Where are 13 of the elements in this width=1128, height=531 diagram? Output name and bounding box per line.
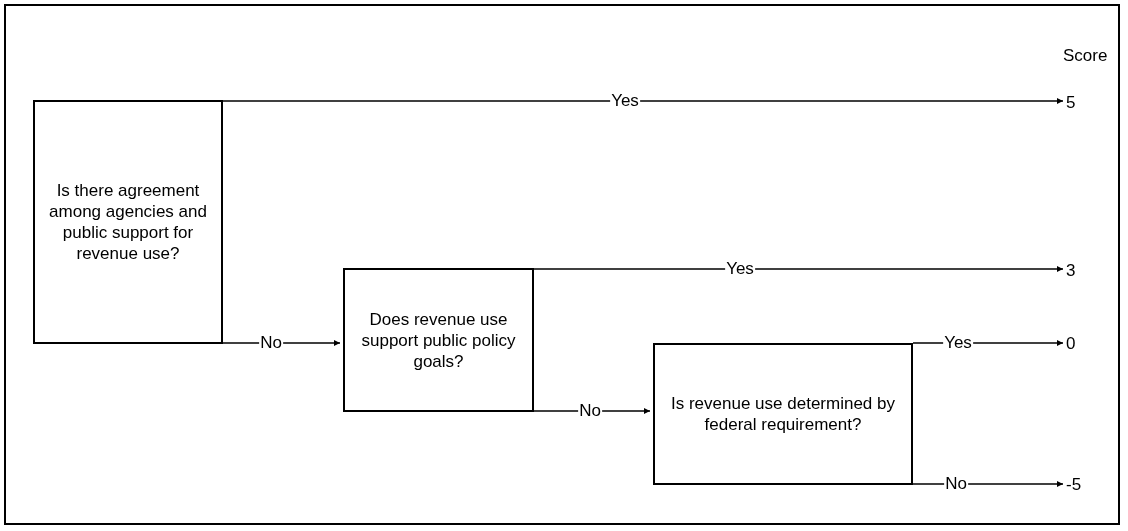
decision-box [653, 343, 913, 485]
arrow [533, 266, 1064, 272]
score-value: 5 [1066, 91, 1076, 113]
decision-box [343, 268, 534, 412]
question-text: Is revenue use determined by federal requirement? [670, 393, 896, 435]
arrow [222, 98, 1064, 104]
question-text: Is there agreement among agencies and public support for revenue use? [48, 180, 208, 264]
decision-box [33, 100, 223, 344]
arrow [912, 481, 1064, 487]
question-text: Does revenue use support public policy goals? [360, 308, 517, 372]
score-value: 0 [1066, 332, 1076, 354]
score-value: 3 [1066, 259, 1076, 281]
score-value: -5 [1066, 473, 1082, 495]
